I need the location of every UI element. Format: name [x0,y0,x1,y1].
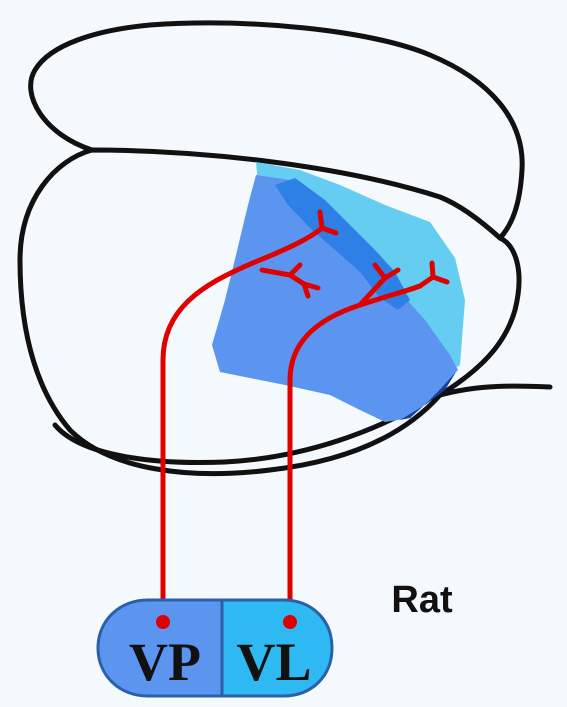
brainstem-outline [55,386,550,462]
vp-label: VP [129,632,201,692]
species-label: Rat [391,579,453,621]
vl-axon-origin [283,615,297,629]
vl-label: VL [236,632,311,692]
cortical-fields [212,162,465,422]
thalamic-nuclei: VP VL [98,600,332,696]
vp-axon-origin [156,615,170,629]
